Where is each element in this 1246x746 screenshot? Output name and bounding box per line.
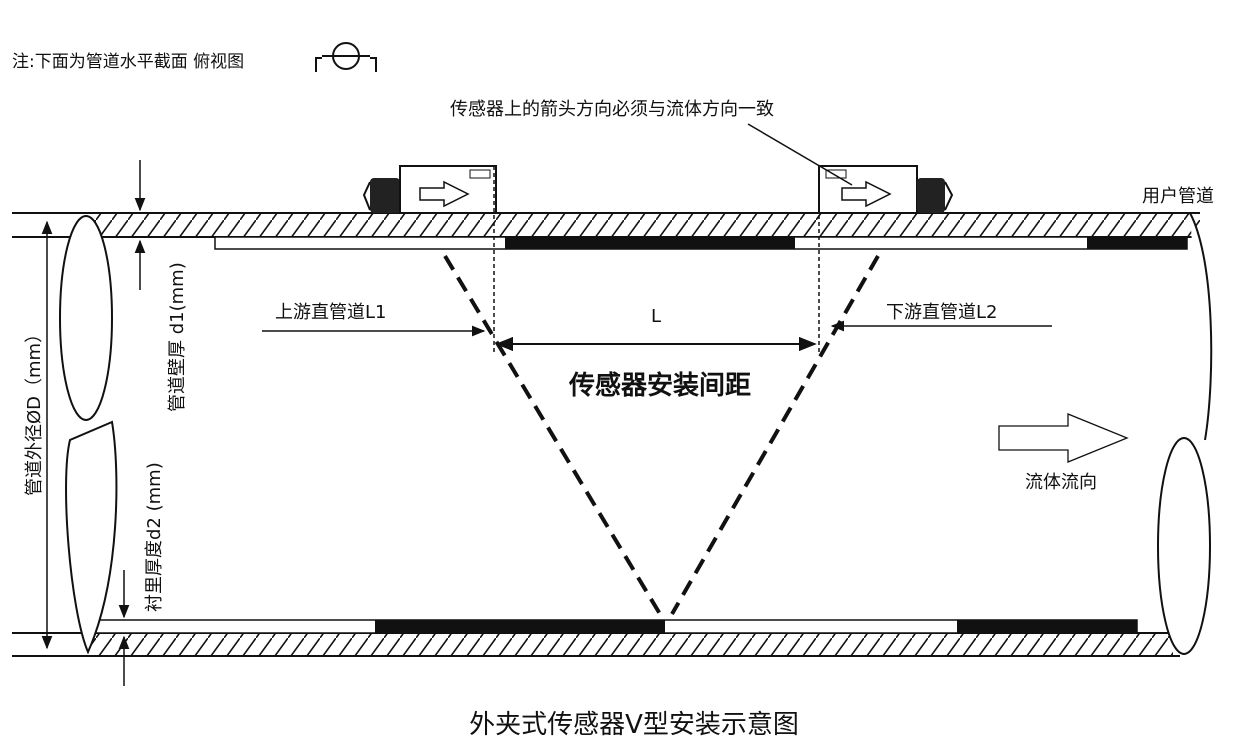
ultrasonic-v-path bbox=[443, 254, 880, 616]
upstream-label: 上游直管道L1 bbox=[275, 302, 386, 323]
spacing-symbol: L bbox=[651, 306, 661, 327]
upstream-transducer bbox=[362, 165, 497, 214]
leader-line bbox=[747, 123, 853, 186]
downstream-label: 下游直管道L2 bbox=[886, 302, 997, 323]
pipe-section-symbol-icon bbox=[315, 42, 377, 72]
spacing-label: 传感器安装间距 bbox=[568, 371, 751, 401]
flow-direction-label: 流体流向 bbox=[1025, 472, 1097, 493]
outer-diameter-label: 管道外径ØD（mm） bbox=[24, 325, 45, 496]
downstream-transducer bbox=[818, 165, 954, 214]
section-view-note: 注:下面为管道水平截面 俯视图 bbox=[12, 52, 244, 72]
arrow-direction-note: 传感器上的箭头方向必须与流体方向一致 bbox=[450, 99, 774, 120]
user-pipe-label: 用户管道 bbox=[1142, 186, 1214, 207]
bottom-pipe-wall bbox=[12, 632, 1180, 657]
diagram-caption: 外夹式传感器V型安装示意图 bbox=[469, 710, 799, 740]
top-liner bbox=[214, 236, 1188, 250]
left-pipe-end bbox=[59, 215, 118, 655]
liner-thickness-label: 衬里厚度d2 (mm) bbox=[144, 462, 165, 612]
right-pipe-end bbox=[1157, 212, 1213, 655]
direction-arrow-icon bbox=[419, 180, 470, 208]
wall-thickness-label: 管道壁厚 d1(mm) bbox=[167, 262, 188, 412]
direction-arrow-icon bbox=[841, 180, 892, 208]
bottom-liner bbox=[84, 619, 1138, 634]
flow-direction-arrow-icon bbox=[998, 413, 1129, 463]
top-pipe-wall bbox=[12, 212, 1200, 238]
